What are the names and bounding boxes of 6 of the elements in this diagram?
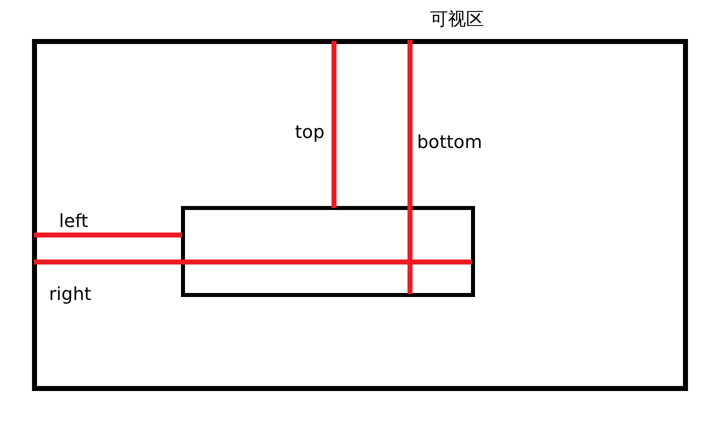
element-box [181,206,475,297]
dimension-label: left [59,211,88,233]
dimension-label: bottom [417,132,482,154]
dimension-label: right [49,284,92,306]
dimension-label: top [295,122,324,144]
area-title: 可视区 [430,9,484,31]
